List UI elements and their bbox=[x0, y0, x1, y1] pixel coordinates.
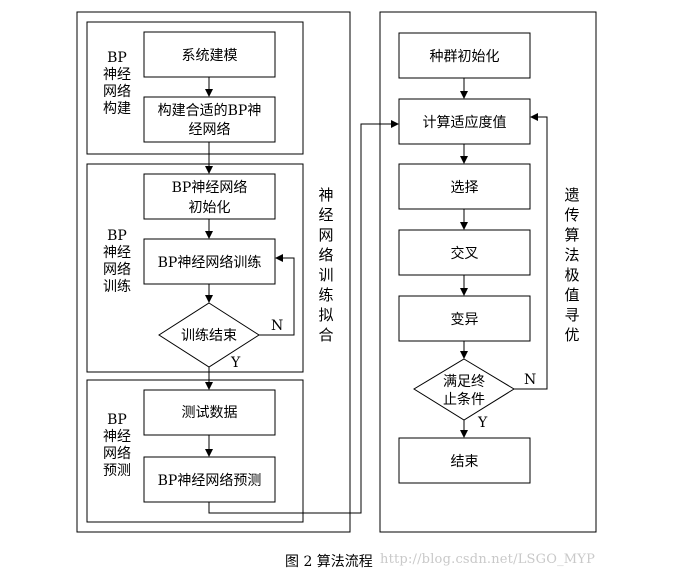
node-bp-train-label: BP神经网络训练 bbox=[158, 255, 262, 271]
node-crossover-label: 交叉 bbox=[451, 245, 479, 262]
right-branch-yes: Y bbox=[477, 415, 488, 431]
right-panel-frame bbox=[379, 11, 597, 533]
section-predict-frame bbox=[86, 379, 304, 523]
left-panel-vertical-label-line: 合 bbox=[318, 326, 333, 344]
right-panel-vertical-label: 遗传算法极值寻优 bbox=[564, 186, 579, 344]
decision-stop-condition-label-line: 满足终 bbox=[443, 374, 485, 390]
section-label-line: 训练 bbox=[103, 279, 131, 295]
section-label-line: BP bbox=[107, 50, 127, 66]
section-label-line: 构建 bbox=[103, 101, 131, 117]
left-panel-vertical-label: 神经网络训练拟合 bbox=[318, 186, 333, 344]
node-mutation-label: 变异 bbox=[451, 312, 479, 328]
section-build-frame bbox=[86, 21, 304, 155]
arrow-predict-to-fitness bbox=[208, 120, 399, 514]
right-panel-vertical-label-line: 优 bbox=[564, 326, 579, 344]
section-label-line: 网络 bbox=[103, 262, 131, 278]
section-label-line: 网络 bbox=[103, 446, 131, 462]
node-end-label: 结束 bbox=[451, 454, 479, 470]
decision-stop-condition-label-line: 止条件 bbox=[443, 391, 485, 408]
node-bp-init-label-line: 初始化 bbox=[189, 199, 231, 216]
left-branch-yes: Y bbox=[230, 355, 241, 371]
right-panel-vertical-label-line: 寻 bbox=[564, 306, 579, 324]
section-label-line: BP bbox=[107, 412, 127, 428]
node-build-network-label-line: 经网络 bbox=[189, 122, 231, 138]
node-test-data-label: 测试数据 bbox=[182, 405, 238, 421]
node-selection-label: 选择 bbox=[451, 180, 479, 196]
right-panel-vertical-label-line: 极 bbox=[564, 266, 579, 284]
section-label-line: 神经 bbox=[103, 429, 131, 445]
right-panel-vertical-label-line: 值 bbox=[564, 286, 579, 304]
node-end bbox=[398, 437, 531, 484]
left-panel-vertical-label-line: 练 bbox=[318, 286, 333, 304]
section-label-line: 神经 bbox=[103, 245, 131, 261]
section-label-line: BP bbox=[107, 228, 127, 244]
left-panel-vertical-label-line: 网 bbox=[318, 226, 333, 244]
right-panel-vertical-label-line: 遗 bbox=[564, 186, 579, 204]
left-panel-vertical-label-line: 经 bbox=[318, 206, 333, 224]
watermark: http://blog.csdn.net/LSGO_MYP bbox=[380, 552, 596, 567]
left-panel-frame bbox=[76, 11, 351, 533]
figure-caption: 图 2 算法流程 http://blog.csdn.net/LSGO_MYP bbox=[0, 549, 674, 573]
arrow-stop-no-loop bbox=[514, 113, 548, 390]
left-panel-vertical-label-line: 训 bbox=[318, 266, 333, 284]
right-panel-vertical-label-line: 传 bbox=[564, 206, 579, 224]
node-bp-predict-label: BP神经网络预测 bbox=[158, 473, 262, 489]
decision-train-end-label: 训练结束 bbox=[181, 328, 237, 344]
figure-title: 图 2 算法流程 bbox=[285, 554, 373, 570]
right-branch-no: N bbox=[524, 372, 536, 388]
node-bp-init-label-line: BP神经网络 bbox=[172, 180, 248, 196]
node-build-network-label: 构建合适的BP神经网络 bbox=[158, 103, 262, 138]
right-panel-vertical-label-line: 算 bbox=[564, 226, 579, 244]
node-fitness-label: 计算适应度值 bbox=[423, 114, 507, 131]
node-pop-init-label: 种群初始化 bbox=[430, 48, 500, 65]
section-label-line: 网络 bbox=[103, 84, 131, 100]
section-train-frame bbox=[86, 163, 304, 373]
left-panel-vertical-label-line: 络 bbox=[318, 246, 333, 264]
node-system-modeling-label: 系统建模 bbox=[182, 48, 238, 64]
arrow-decision-no-loop bbox=[259, 254, 295, 336]
section-label-line: 神经 bbox=[103, 67, 131, 83]
section-label-line: 预测 bbox=[103, 463, 131, 479]
left-panel-vertical-label-line: 神 bbox=[318, 186, 333, 204]
right-panel-vertical-label-line: 法 bbox=[564, 246, 579, 264]
left-panel-vertical-label-line: 拟 bbox=[318, 306, 333, 324]
node-bp-init-label: BP神经网络初始化 bbox=[172, 180, 248, 216]
decision-stop-condition-label: 满足终止条件 bbox=[443, 374, 485, 408]
left-branch-no: N bbox=[271, 318, 283, 334]
node-build-network-label-line: 构建合适的BP神 bbox=[158, 103, 262, 119]
